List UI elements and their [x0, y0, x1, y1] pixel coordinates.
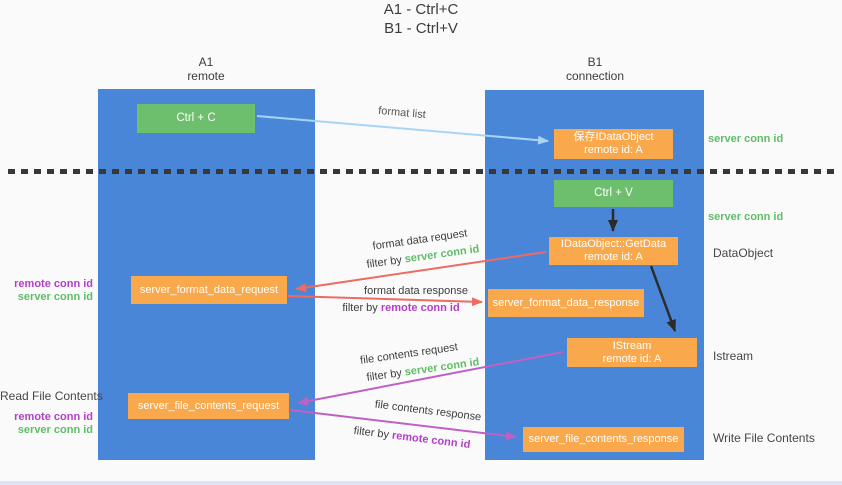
- column-header-b1: B1 connection: [535, 55, 655, 83]
- node-getdata-line2: remote id: A: [584, 251, 643, 263]
- label-dataobject: DataObject: [713, 246, 774, 260]
- node-getdata-line1: IDataObject::GetData: [560, 238, 667, 250]
- filter-by-prefix: filter by: [365, 366, 406, 384]
- node-server-file-contents-response: server_file_contents_response: [523, 427, 684, 452]
- node-ctrl-c-label: Ctrl + C: [176, 112, 216, 124]
- column-b1-name: B1: [587, 55, 603, 69]
- label-server-conn-id-right-mid: server conn id: [708, 211, 784, 223]
- node-save-idataobject-line1: 保存IDataObject: [573, 131, 654, 143]
- filter-by-prefix: filter by: [342, 302, 381, 314]
- node-server-file-contents-request: server_file_contents_request: [128, 393, 289, 419]
- node-istream: IStream remote id: A: [567, 338, 697, 367]
- node-server-format-data-response: server_format_data_response: [488, 289, 644, 317]
- diagram-title-line1: A1 - Ctrl+C: [383, 1, 459, 18]
- column-b1-subtitle: connection: [565, 69, 625, 83]
- label-read-file-contents: Read File Contents: [0, 389, 103, 403]
- label-filter-by-remote-conn-id-2: filter by remote conn id: [353, 425, 471, 451]
- diagram-title-line2: B1 - Ctrl+V: [384, 20, 458, 37]
- label-server-conn-id-right-top: server conn id: [708, 133, 784, 145]
- label-filter-by-remote-conn-id-1: filter by remote conn id: [342, 302, 459, 314]
- node-istream-line1: IStream: [612, 339, 652, 352]
- label-write-file-contents: Write File Contents: [713, 431, 815, 445]
- label-file-contents-response: file contents response: [374, 398, 482, 424]
- label-server-conn-id-left-top: server conn id: [17, 291, 93, 303]
- node-ctrl-v-label: Ctrl + V: [594, 187, 633, 199]
- node-save-idataobject: 保存IDataObject remote id: A: [554, 129, 673, 159]
- node-idataobject-getdata: IDataObject::GetData remote id: A: [549, 237, 678, 265]
- label-server-conn-id-left-bottom: server conn id: [17, 424, 93, 436]
- node-file-response-label: server_file_contents_response: [528, 433, 679, 445]
- node-istream-line2: remote id: A: [602, 352, 662, 365]
- server-conn-id-key: server conn id: [403, 356, 481, 379]
- node-file-request-label: server_file_contents_request: [137, 399, 280, 412]
- node-format-request-label: server_format_data_request: [139, 283, 279, 296]
- bottom-edge-strip: [0, 481, 842, 485]
- label-istream: Istream: [713, 349, 754, 363]
- filter-by-prefix: filter by: [365, 253, 406, 271]
- node-save-idataobject-line2: remote id: A: [584, 144, 643, 156]
- column-header-a1: A1 remote: [146, 55, 266, 83]
- diagram-title: A1 - Ctrl+C B1 - Ctrl+V: [0, 0, 842, 38]
- session-divider-dashed-line: [8, 169, 836, 174]
- filter-by-prefix: filter by: [353, 424, 393, 442]
- node-format-response-label: server_format_data_response: [492, 296, 640, 309]
- column-a1-name: A1: [198, 55, 214, 69]
- remote-conn-id-key: remote conn id: [391, 429, 471, 452]
- node-ctrl-v: Ctrl + V: [554, 180, 673, 207]
- label-format-list: format list: [377, 104, 427, 122]
- column-a1-subtitle: remote: [187, 69, 225, 83]
- label-format-data-response: format data response: [364, 285, 468, 297]
- node-ctrl-c: Ctrl + C: [137, 104, 255, 133]
- label-remote-conn-id-left-bottom: remote conn id: [14, 411, 93, 423]
- node-server-format-data-request: server_format_data_request: [131, 276, 287, 304]
- label-remote-conn-id-left-top: remote conn id: [14, 278, 93, 290]
- remote-conn-id-key: remote conn id: [380, 302, 460, 314]
